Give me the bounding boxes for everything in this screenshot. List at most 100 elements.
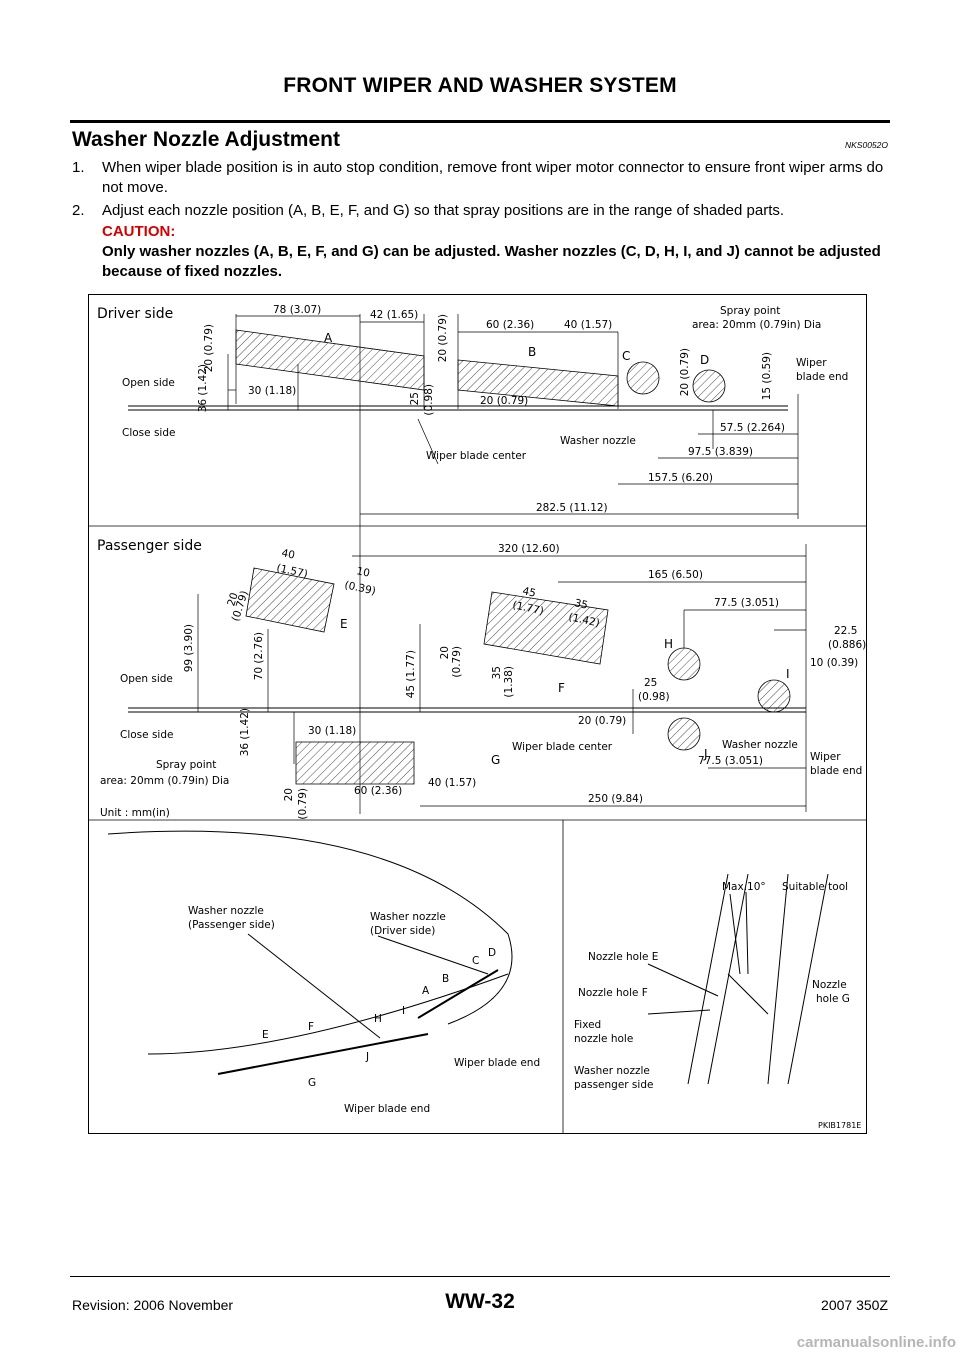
dim-label: 36 (1.42) xyxy=(197,364,209,412)
fixed-nozzle-label: Fixed xyxy=(574,1019,601,1031)
tool-view-illustration: Max.10° Suitable tool Nozzle hole E Nozz… xyxy=(574,873,850,1091)
letter-c: C xyxy=(622,349,630,363)
letter-a: A xyxy=(324,331,333,345)
car-letter-a: A xyxy=(422,985,430,997)
dim-label: 165 (6.50) xyxy=(648,569,703,581)
step-number: 1. xyxy=(72,159,85,176)
letter-h: H xyxy=(664,637,673,651)
washer-nozzle-passenger-label: Washer nozzle xyxy=(188,905,264,917)
dim-label: (0.79) xyxy=(451,646,463,678)
dim-label: (1.38) xyxy=(503,666,515,698)
dim-label: 70 (2.76) xyxy=(253,632,265,680)
car-letter-b: B xyxy=(442,973,449,985)
passenger-side-diagram: Passenger side 40 (1.57) 10 (0.39) xyxy=(97,538,866,820)
step-2: 2. Adjust each nozzle position (A, B, E,… xyxy=(72,201,890,221)
figure-border xyxy=(88,294,867,1134)
unit-label: Unit : mm(in) xyxy=(100,807,170,819)
dim-label: 40 (1.57) xyxy=(564,319,612,331)
wiper-blade-end-label: Wiper xyxy=(810,751,841,763)
letter-g: G xyxy=(491,753,500,767)
nozzle-hole-g-label: hole G xyxy=(816,993,850,1005)
letter-d: D xyxy=(700,353,709,367)
washer-nozzle-passenger-label: Washer nozzle xyxy=(574,1065,650,1077)
spray-point-j xyxy=(667,717,701,751)
close-side-label: Close side xyxy=(122,427,175,439)
dim-label: 99 (3.90) xyxy=(183,624,195,672)
caution-block: CAUTION: Only washer nozzles (A, B, E, F… xyxy=(102,222,892,282)
figure-id: PKIB1781E xyxy=(818,1121,861,1130)
dim-label: (0.98) xyxy=(638,691,670,703)
dim-label: 60 (2.36) xyxy=(486,319,534,331)
open-side-label: Open side xyxy=(122,377,175,389)
dim-label: 42 (1.65) xyxy=(370,309,418,321)
wiper-blade-end-label: blade end xyxy=(810,765,862,777)
header-rule xyxy=(70,120,890,123)
dim-label: 22.5 xyxy=(834,625,857,637)
wiper-blade-center-label: Wiper blade center xyxy=(512,741,613,753)
washer-nozzle-driver-label: Washer nozzle xyxy=(370,911,446,923)
spray-area-f xyxy=(483,591,609,665)
car-letter-c: C xyxy=(472,955,479,967)
dim-label: (0.98) xyxy=(423,384,435,416)
dim-label: 20 (0.79) xyxy=(437,314,449,362)
dim-label: 282.5 (11.12) xyxy=(536,502,608,514)
dim-label: 250 (9.84) xyxy=(588,793,643,805)
step-text: Adjust each nozzle position (A, B, E, F,… xyxy=(102,202,785,219)
washer-nozzle-driver-label: (Driver side) xyxy=(370,925,435,937)
car-letter-g: G xyxy=(308,1077,316,1089)
dim-label: 30 (1.18) xyxy=(248,385,296,397)
open-side-label: Open side xyxy=(120,673,173,685)
letter-b: B xyxy=(528,345,536,359)
dim-label: 60 (2.36) xyxy=(354,785,402,797)
dim-label: 15 (0.59) xyxy=(761,352,773,400)
letter-j: J xyxy=(703,747,708,761)
dim-label: 78 (3.07) xyxy=(273,304,321,316)
dim-label: 25 xyxy=(409,392,421,405)
dim-label: 157.5 (6.20) xyxy=(648,472,713,484)
step-1: 1. When wiper blade position is in auto … xyxy=(72,158,890,198)
washer-nozzle-passenger-label: (Passenger side) xyxy=(188,919,275,931)
car-view-illustration: Washer nozzle (Passenger side) Washer no… xyxy=(107,830,540,1115)
dim-label: 40 (1.57) xyxy=(428,777,476,789)
driver-side-diagram: Driver side xyxy=(97,304,848,814)
section-code: NKS0052O xyxy=(845,140,888,150)
dim-label: 35 xyxy=(573,597,589,612)
model-label: 2007 350Z xyxy=(821,1297,888,1313)
watermark: carmanualsonline.info xyxy=(796,1334,956,1351)
dim-label: 25 xyxy=(644,677,657,689)
suitable-tool-label: Suitable tool xyxy=(782,881,848,893)
letter-f: F xyxy=(558,681,565,695)
footer-rule xyxy=(70,1276,890,1277)
revision-label: Revision: 2006 November xyxy=(72,1297,234,1313)
page-title: FRONT WIPER AND WASHER SYSTEM xyxy=(283,74,677,97)
passenger-side-title: Passenger side xyxy=(97,538,202,554)
dim-label: 10 (0.39) xyxy=(810,657,858,669)
caution-text: Only washer nozzles (A, B, E, F, and G) … xyxy=(102,243,881,280)
page-number: WW-32 xyxy=(445,1290,515,1313)
dim-label: 20 (0.79) xyxy=(578,715,626,727)
spray-area-g xyxy=(295,741,415,785)
close-side-label: Close side xyxy=(120,729,173,741)
dim-label: 45 xyxy=(521,585,537,600)
spray-note: area: 20mm (0.79in) Dia xyxy=(100,775,229,787)
dim-label: 40 xyxy=(280,547,296,562)
car-letter-f: F xyxy=(308,1021,314,1033)
wiper-blade-end-label: Wiper blade end xyxy=(454,1057,540,1069)
dim-label: 97.5 (3.839) xyxy=(688,446,753,458)
dim-label: 10 xyxy=(355,565,371,580)
car-letter-e: E xyxy=(262,1029,269,1041)
nozzle-hole-e-label: Nozzle hole E xyxy=(588,951,658,963)
spray-point-i xyxy=(757,679,791,713)
dim-label: 77.5 (3.051) xyxy=(698,755,763,767)
letter-i: I xyxy=(786,667,790,681)
spray-note: area: 20mm (0.79in) Dia xyxy=(692,319,821,331)
spray-point-h xyxy=(667,647,701,681)
figure-svg: Driver side xyxy=(88,294,867,1134)
spray-point-c xyxy=(626,361,660,395)
dim-label: 77.5 (3.051) xyxy=(714,597,779,609)
nozzle-adjustment-figure: Driver side xyxy=(88,294,867,1134)
washer-nozzle-label: Washer nozzle xyxy=(722,739,798,751)
caution-heading: CAUTION: xyxy=(102,223,176,240)
nozzle-hole-g-label: Nozzle xyxy=(812,979,847,991)
dim-label: 320 (12.60) xyxy=(498,543,560,555)
